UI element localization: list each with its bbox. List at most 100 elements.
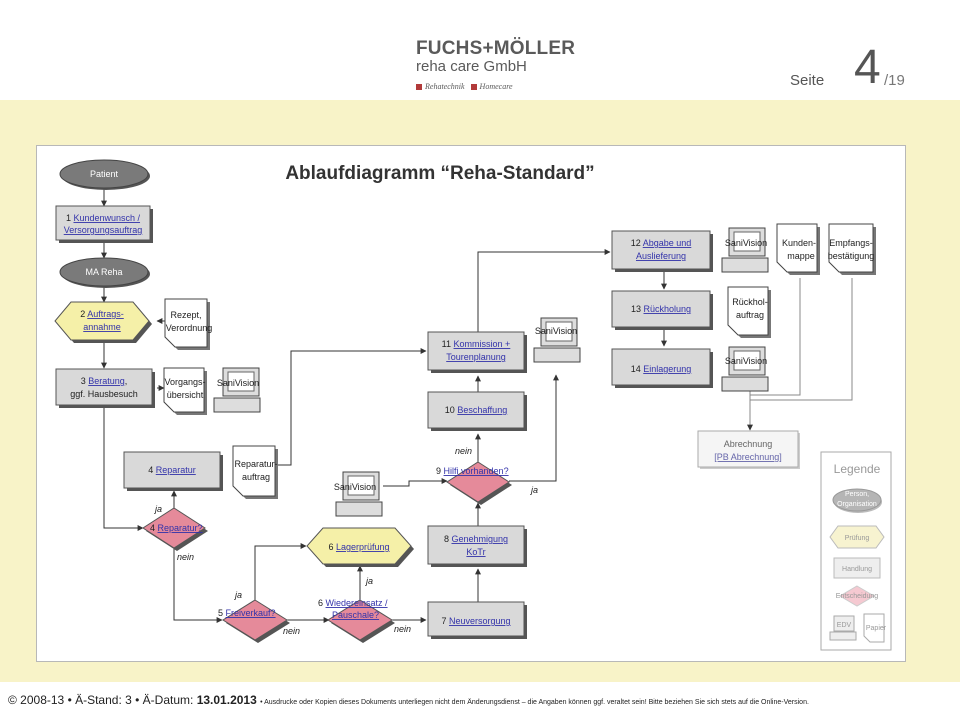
legend-papier-label: Papier xyxy=(866,625,887,632)
svg-text:2 Auftrags-: 2 Auftrags- xyxy=(80,309,124,319)
svg-text:Versorgungsauftrag: Versorgungsauftrag xyxy=(64,225,143,235)
branch-labels: ja nein ja nein ja nein nein ja xyxy=(154,446,538,636)
doc-vorgang: Vorgangs- übersicht xyxy=(163,367,207,415)
label-ja: ja xyxy=(365,576,373,586)
step-5-decision[interactable]: 5 Freiverkauf? xyxy=(218,599,290,643)
abrechnung-link[interactable]: [PB Abrechnung] xyxy=(714,452,782,462)
svg-text:Rückhol-: Rückhol- xyxy=(732,297,768,307)
doc-rueckholauftrag: Rückhol- auftrag xyxy=(727,286,771,338)
computers: SaniVision SaniVision SaniVision SaniVis… xyxy=(213,227,769,517)
svg-text:1 Kundenwunsch /: 1 Kundenwunsch / xyxy=(66,213,141,223)
legend: Legende Person, Organisation Prüfung Han… xyxy=(820,451,892,651)
svg-text:7 Neuversorgung: 7 Neuversorgung xyxy=(441,616,510,626)
svg-text:6 Wiedereinsatz /: 6 Wiedereinsatz / xyxy=(318,598,388,608)
abrechnung-box[interactable]: Abrechnung [PB Abrechnung] xyxy=(697,430,800,469)
doc-reparaturauftrag: Reparatur- auftrag xyxy=(232,445,278,499)
computer-label: SaniVision xyxy=(334,482,376,492)
svg-text:8 Genehmigung: 8 Genehmigung xyxy=(444,534,508,544)
step-11-box[interactable]: 11 Kommission + Tourenplanung xyxy=(427,331,527,373)
logo-tag-rehatechnik: Rehatechnik xyxy=(425,82,465,91)
svg-text:10 Beschaffung: 10 Beschaffung xyxy=(445,405,507,415)
logo-company-sub: reha care GmbH xyxy=(416,58,527,75)
process-boxes: 1 Kundenwunsch / Versorgungsauftrag 3 Be… xyxy=(55,205,800,639)
computer-label: SaniVision xyxy=(725,238,767,248)
legend-handlung: Handlung xyxy=(833,557,881,579)
abrechnung-title: Abrechnung xyxy=(724,439,773,449)
step-9-decision[interactable]: 9 Hilfi vorhanden? xyxy=(436,461,512,505)
legend-edv: EDV xyxy=(829,615,857,641)
svg-text:3 Beratung,: 3 Beratung, xyxy=(81,376,128,386)
step-8-box[interactable]: 8 Genehmigung KoTr xyxy=(427,525,527,567)
step-6-hexagon[interactable]: 6 Lagerprüfung xyxy=(306,527,414,567)
computer-label: SaniVision xyxy=(217,378,259,388)
label-nein: nein xyxy=(177,552,194,562)
ma-reha-oval: MA Reha xyxy=(59,257,150,288)
svg-text:13 Rückholung: 13 Rückholung xyxy=(631,304,691,314)
svg-text:Empfangs-: Empfangs- xyxy=(829,238,873,248)
page-footer xyxy=(0,682,960,720)
footer-text: © 2008-13 • Ä-Stand: 3 • Ä-Datum: 13.01.… xyxy=(8,693,809,707)
computer-icon: SaniVision xyxy=(334,471,383,517)
label-ja: ja xyxy=(234,590,242,600)
svg-text:4 Reparatur: 4 Reparatur xyxy=(148,465,196,475)
step-10-box[interactable]: 10 Beschaffung xyxy=(427,391,527,431)
svg-text:mappe: mappe xyxy=(787,251,815,261)
svg-text:Vorgangs-: Vorgangs- xyxy=(164,377,205,387)
label-nein: nein xyxy=(455,446,472,456)
legend-handlung-label: Handlung xyxy=(842,566,872,573)
doc-kundenmappe: Kunden- mappe xyxy=(776,223,820,275)
step-7-box[interactable]: 7 Neuversorgung xyxy=(427,601,527,639)
footer-date: 13.01.2013 xyxy=(196,693,257,707)
legend-entscheidung-label: Entscheidung xyxy=(836,593,879,600)
label-nein: nein xyxy=(283,626,300,636)
decision-diamonds: 4 Reparatur? 5 Freiverkauf? 6 Wiedereins… xyxy=(142,461,512,643)
step-4-decision[interactable]: 4 Reparatur? xyxy=(142,507,208,551)
page-label: Seite xyxy=(790,72,825,89)
ma-reha-label: MA Reha xyxy=(85,267,122,277)
step-6b-decision[interactable]: 6 Wiedereinsatz / Pauschale? xyxy=(318,598,395,643)
diagram-title: Ablaufdiagramm “Reha-Standard” xyxy=(285,163,594,184)
logo-tag-homecare: Homecare xyxy=(479,82,513,91)
svg-text:Auslieferung: Auslieferung xyxy=(636,251,686,261)
computer-icon: SaniVision xyxy=(721,227,769,273)
step-2-hexagon[interactable]: 2 Auftrags- annahme xyxy=(54,301,152,343)
label-nein: nein xyxy=(394,624,411,634)
legend-title: Legende xyxy=(834,462,881,476)
svg-text:annahme: annahme xyxy=(83,322,121,332)
svg-text:Organisation: Organisation xyxy=(837,501,877,508)
legend-entscheidung: Entscheidung xyxy=(836,585,879,607)
svg-text:11 Kommission +: 11 Kommission + xyxy=(442,339,511,349)
computer-label: SaniVision xyxy=(535,326,577,336)
step-1-box[interactable]: 1 Kundenwunsch / Versorgungsauftrag xyxy=(55,205,153,243)
label-ja: ja xyxy=(530,485,538,495)
step-3-box[interactable]: 3 Beratung, ggf. Hausbesuch xyxy=(55,368,155,408)
svg-text:KoTr: KoTr xyxy=(466,547,485,557)
computer-icon: SaniVision xyxy=(213,367,261,413)
legend-pruefung-label: Prüfung xyxy=(845,535,870,542)
page-header: FUCHS+MÖLLER reha care GmbH Rehatechnik … xyxy=(0,0,960,100)
step-4-box[interactable]: 4 Reparatur xyxy=(123,451,223,491)
legend-edv-label: EDV xyxy=(837,622,852,629)
step-13-box[interactable]: 13 Rückholung xyxy=(611,290,713,330)
doc-empfangsbestaetigung: Empfangs- bestätigung xyxy=(828,223,876,275)
svg-text:Verordnung: Verordnung xyxy=(166,323,213,333)
svg-text:12 Abgabe und: 12 Abgabe und xyxy=(631,238,692,248)
page-number: 4 xyxy=(854,41,881,94)
doc-rezept: Rezept, Verordnung xyxy=(164,298,213,350)
svg-text:Person,: Person, xyxy=(845,491,869,498)
patient-label: Patient xyxy=(90,169,119,179)
legend-pruefung: Prüfung xyxy=(829,525,885,549)
svg-text:Kunden-: Kunden- xyxy=(782,238,816,248)
svg-text:bestätigung: bestätigung xyxy=(828,251,875,261)
footer-disclaimer: • Ausdrucke oder Kopien dieses Dokuments… xyxy=(260,699,809,706)
check-hexagons: 2 Auftrags- annahme 6 Lagerprüfung xyxy=(54,301,414,567)
svg-text:5 Freiverkauf?: 5 Freiverkauf? xyxy=(218,608,276,618)
red-square-icon xyxy=(470,84,477,91)
svg-text:Rezept,: Rezept, xyxy=(170,310,201,320)
step-12-box[interactable]: 12 Abgabe und Auslieferung xyxy=(611,230,713,272)
computer-label: SaniVision xyxy=(725,356,767,366)
svg-text:ggf. Hausbesuch: ggf. Hausbesuch xyxy=(70,389,138,399)
svg-text:4 Reparatur?: 4 Reparatur? xyxy=(150,523,203,533)
step-14-box[interactable]: 14 Einlagerung xyxy=(611,348,713,388)
